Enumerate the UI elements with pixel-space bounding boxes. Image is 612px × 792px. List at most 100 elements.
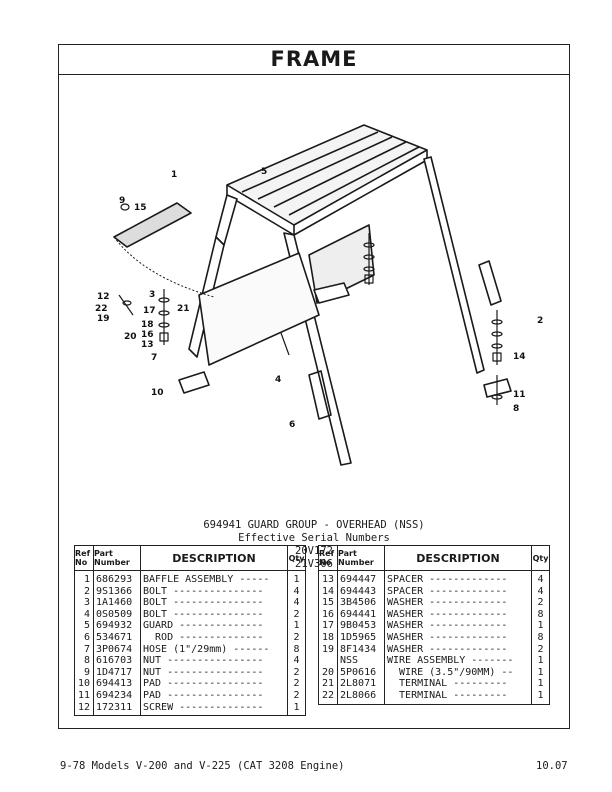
pad-center (313, 282, 350, 304)
callout-20: 20 (124, 332, 137, 342)
parts-part-cell: 694447 (340, 574, 377, 585)
parts-desc-cell: TERMINAL --------- (387, 689, 508, 701)
parts-part-cell: 694234 (96, 689, 133, 701)
parts-part-cell: 172311 (96, 701, 133, 713)
parts-qty-cell: 8 (293, 643, 300, 655)
parts-part-cell: 686293 (96, 574, 133, 585)
guard-leg-left-front (215, 194, 238, 246)
parts-part-cell: 9B0453 (340, 620, 377, 632)
parts-desc-cell: GUARD -------------- (143, 620, 264, 632)
parts-desc-cell: TERMINAL --------- (387, 678, 508, 690)
parts-qty-cell: 8 (537, 631, 544, 643)
parts-ref-cell: 1 (83, 574, 90, 585)
callout-12: 12 (97, 292, 110, 302)
parts-ref-cell: 10 (77, 678, 90, 690)
callout-2: 2 (537, 316, 543, 326)
hand-rod-right (478, 260, 502, 306)
parts-ref-cell: 5 (83, 620, 90, 632)
parts-qty-cell: 1 (293, 620, 300, 632)
parts-ref-cell: 20 (321, 666, 334, 678)
description-column: SPACER -------------SPACER -------------… (385, 571, 531, 704)
parts-qty-cell: 1 (537, 666, 544, 678)
parts-qty-cell: 1 (293, 701, 300, 713)
parts-ref-cell: 16 (321, 608, 334, 620)
parts-qty-cell: 8 (537, 608, 544, 620)
parts-ref-cell: 17 (321, 620, 334, 632)
parts-desc-cell: BOLT --------------- (143, 608, 264, 620)
parts-desc-cell: HOSE (1"/29mm) ------ (143, 643, 270, 655)
parts-desc-cell: BOLT --------------- (143, 585, 264, 597)
parts-part-cell: 616703 (96, 655, 133, 667)
parts-ref-cell: 19 (321, 643, 334, 655)
parts-part-cell: 3B4506 (340, 597, 377, 609)
parts-qty-cell: 1 (537, 689, 544, 701)
guard-rear-panel (308, 224, 375, 304)
parts-ref-cell: 12 (77, 701, 90, 713)
parts-part-cell: 534671 (96, 631, 133, 643)
description-column: BAFFLE ASSEMBLY -----BOLT --------------… (141, 571, 287, 715)
parts-desc-cell: ROD -------------- (143, 631, 264, 643)
caption-line-2: Effective Serial Numbers (238, 532, 390, 544)
callout-10: 10 (151, 388, 164, 398)
callout-13: 13 (141, 340, 154, 350)
callout-8: 8 (513, 404, 519, 414)
parts-desc-cell: WIRE ASSEMBLY ------- (387, 655, 514, 667)
parts-qty-cell: 2 (537, 597, 544, 609)
parts-desc-cell: WASHER ------------- (387, 643, 508, 655)
guard-top-grill (226, 124, 428, 226)
parts-part-cell: 1D4717 (96, 666, 133, 678)
parts-qty-cell: 1 (537, 620, 544, 632)
parts-desc-cell: SCREW -------------- (143, 701, 264, 713)
parts-part-cell: 1D5965 (340, 631, 377, 643)
callout-7: 7 (151, 353, 157, 363)
nut-9 (120, 203, 130, 211)
parts-ref-cell: 2 (83, 585, 90, 597)
parts-ref-cell (321, 655, 334, 667)
parts-qty-cell: 4 (293, 585, 300, 597)
callout-9: 9 (119, 196, 125, 206)
parts-ref-cell: 9 (83, 666, 90, 678)
parts-desc-cell: SPACER ------------- (387, 585, 508, 597)
callout-17: 17 (143, 306, 156, 316)
callout-6: 6 (289, 420, 295, 430)
footer-model-text: 9-78 Models V-200 and V-225 (CAT 3208 En… (60, 760, 345, 772)
parts-qty-cell: 4 (537, 574, 544, 585)
callout-15: 15 (134, 203, 147, 213)
parts-qty-cell: 2 (293, 678, 300, 690)
parts-desc-cell: BAFFLE ASSEMBLY ----- (143, 574, 270, 585)
parts-qty-cell: 4 (537, 585, 544, 597)
callout-4: 4 (275, 375, 281, 385)
baffle-assembly (113, 202, 192, 248)
parts-part-cell: 694443 (340, 585, 377, 597)
parts-desc-cell: PAD ---------------- (143, 689, 264, 701)
exploded-parts-diagram: 1 2 3 4 5 6 7 8 9 10 11 12 13 14 15 16 1… (95, 124, 543, 466)
parts-part-cell: 694441 (340, 608, 377, 620)
parts-desc-cell: PAD ---------------- (143, 678, 264, 690)
parts-qty-cell: 2 (293, 608, 300, 620)
callout-19: 19 (97, 314, 110, 324)
parts-qty-cell: 2 (293, 689, 300, 701)
hardware-stack-center (363, 233, 375, 285)
parts-part-cell: 5P0616 (340, 666, 377, 678)
guard-leg-right (423, 156, 485, 374)
hand-rod-left (308, 370, 332, 420)
parts-ref-cell: 21 (321, 678, 334, 690)
frame-border: FRAME (58, 44, 570, 729)
parts-part-cell: 8F1434 (340, 643, 377, 655)
parts-desc-cell: WASHER ------------- (387, 608, 508, 620)
callout-11: 11 (513, 390, 526, 400)
parts-ref-cell: 13 (321, 574, 334, 585)
callout-3: 3 (149, 290, 155, 300)
pad-left (178, 371, 210, 394)
parts-qty-cell: 1 (293, 574, 300, 585)
parts-desc-cell: BOLT --------------- (143, 597, 264, 609)
hardware-stack-left (118, 289, 170, 345)
